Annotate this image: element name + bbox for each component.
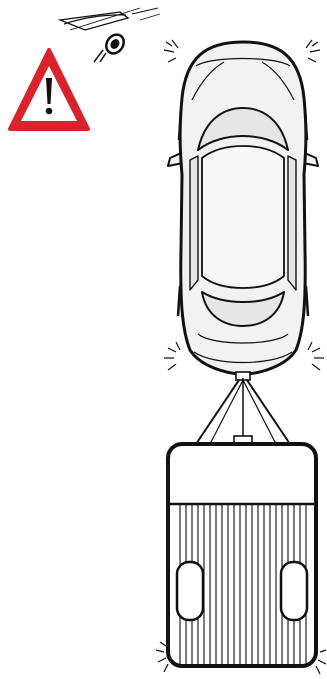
flashlight-icon bbox=[57, 7, 161, 63]
car-top-view bbox=[167, 40, 319, 376]
tow-hitch bbox=[195, 371, 291, 445]
warning-triangle-icon bbox=[8, 48, 90, 131]
trailer-top-view bbox=[166, 442, 318, 668]
hazard-flash-marks bbox=[155, 39, 327, 675]
